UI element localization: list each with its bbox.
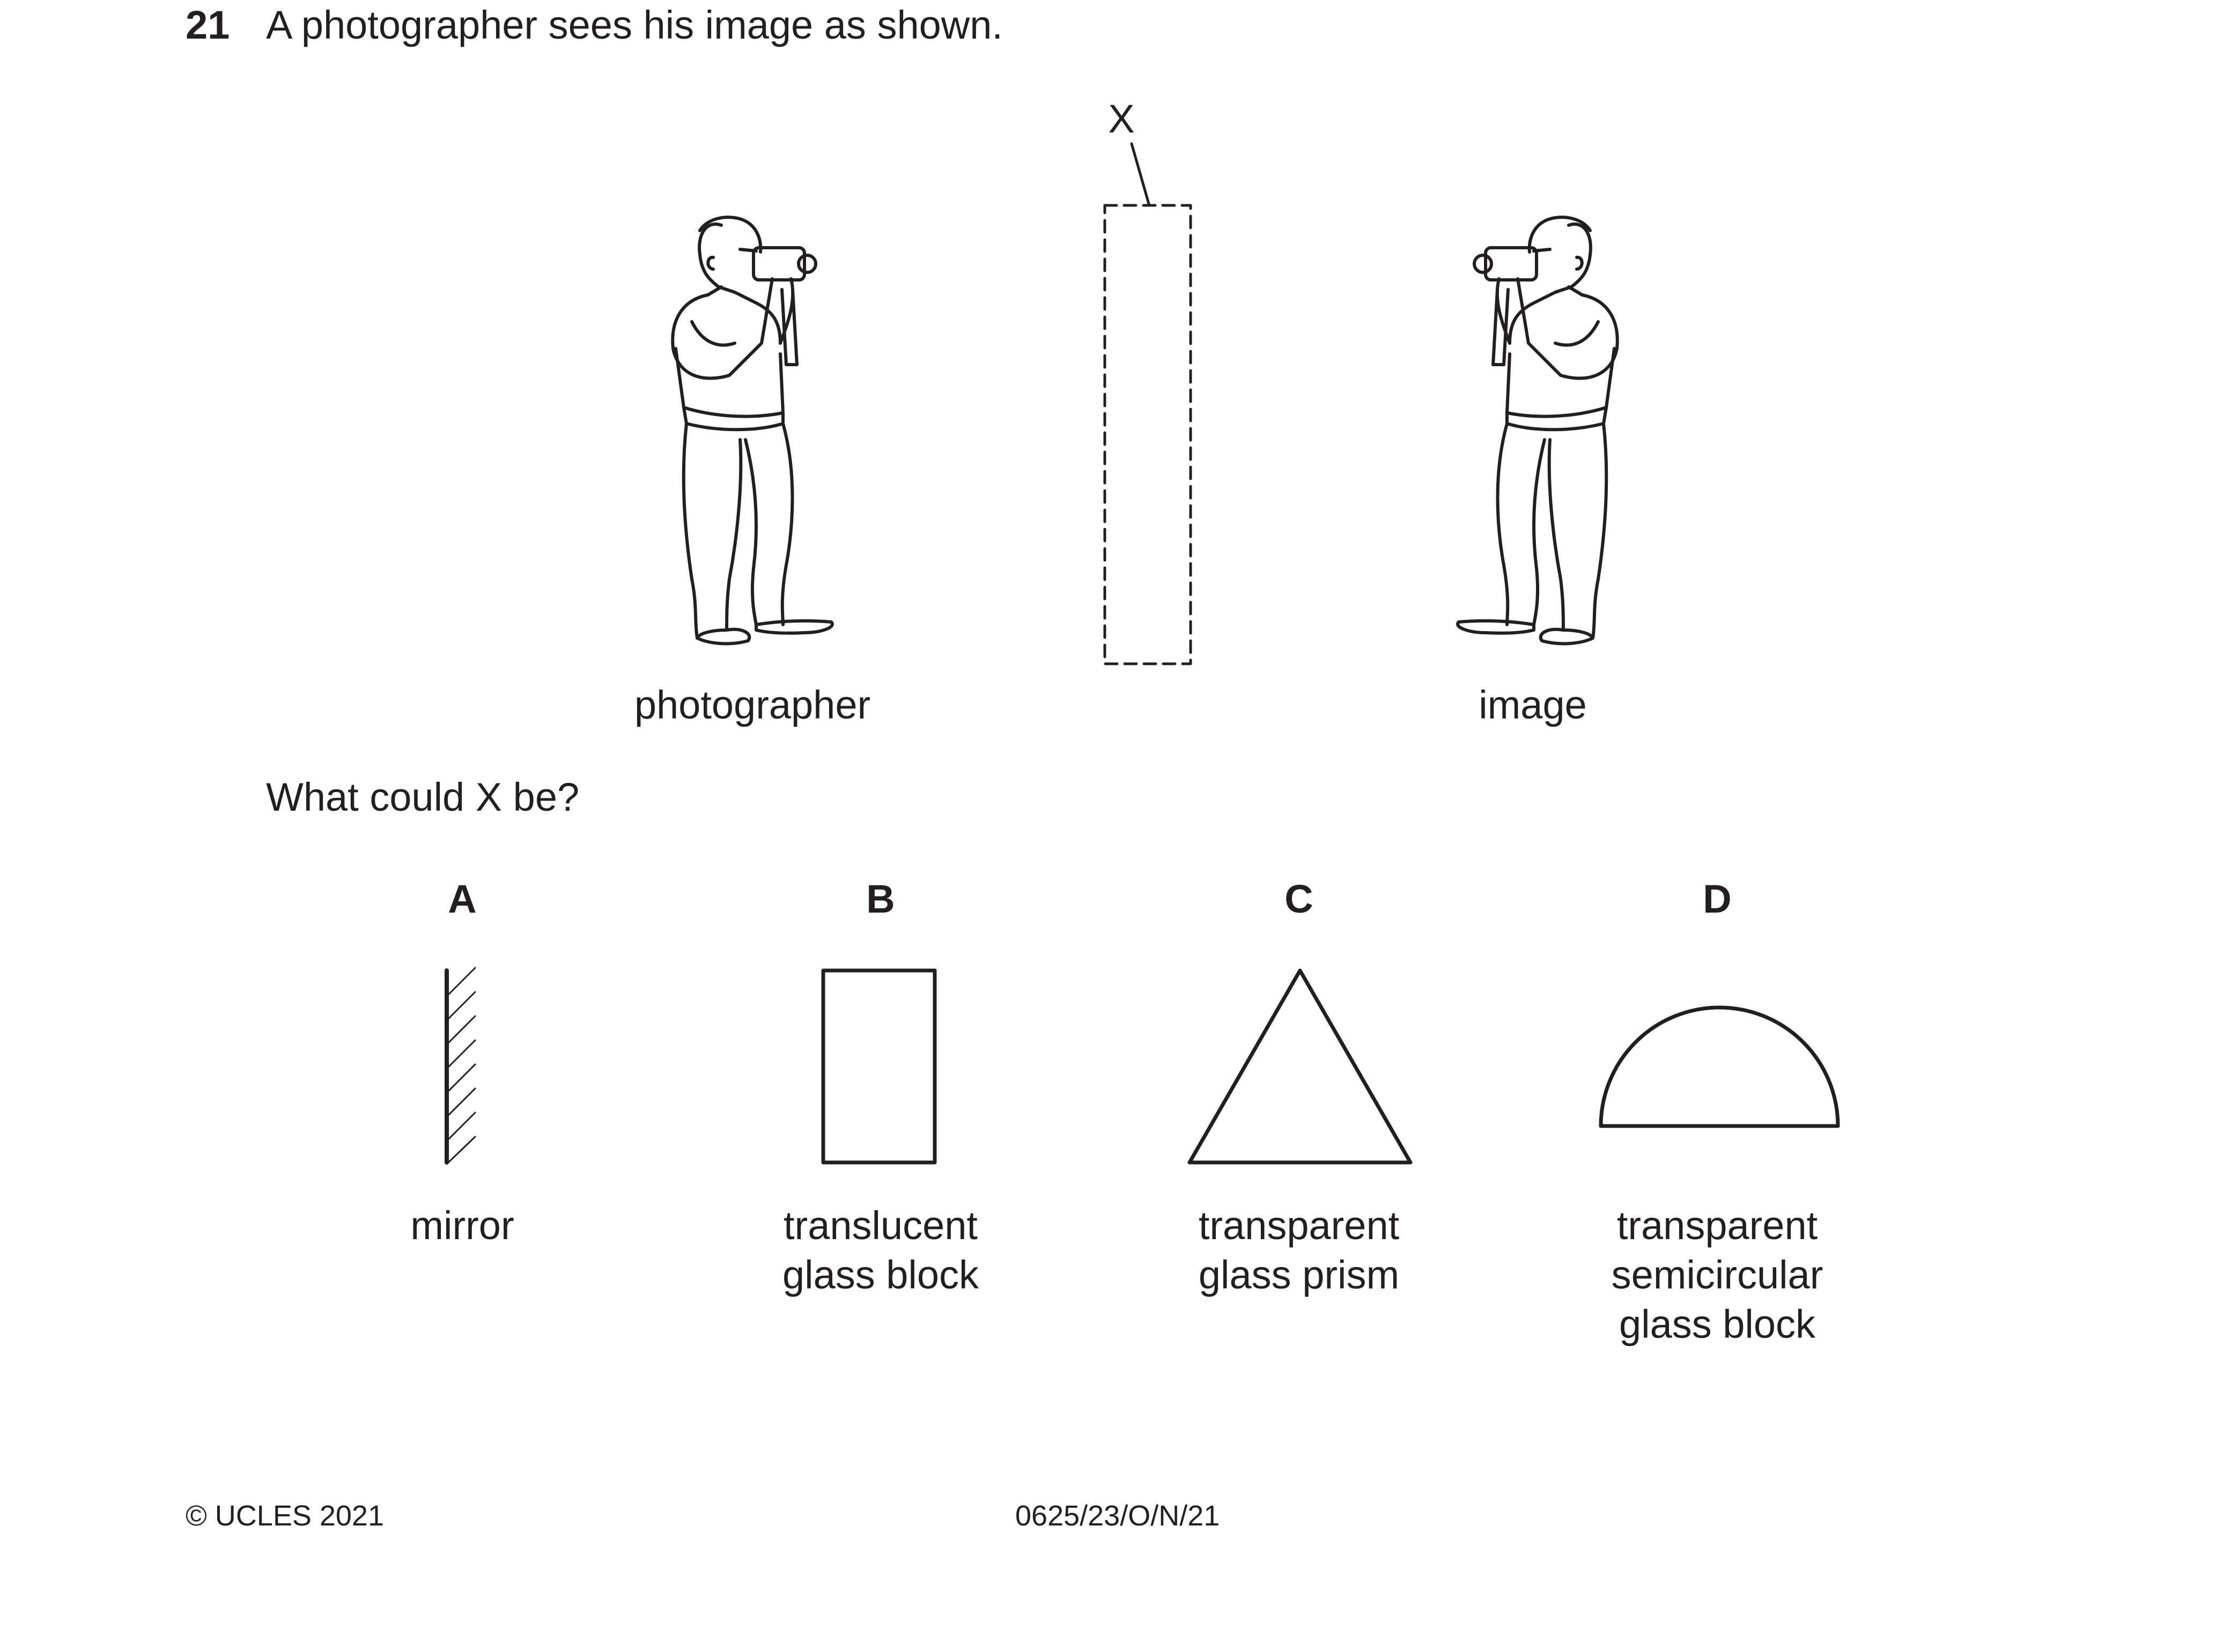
semicircle-block-icon — [1599, 1005, 1840, 1128]
option-d-letter[interactable]: D — [1703, 877, 1732, 921]
footer-paper-code: 0625/23/O/N/21 — [1015, 1500, 1220, 1532]
photographer-figure — [671, 216, 834, 646]
object-x-label: X — [1108, 97, 1135, 141]
option-c-label: transparent glass prism — [1199, 1201, 1399, 1300]
option-b-line-2: glass block — [782, 1253, 979, 1297]
option-c-line-2: glass prism — [1198, 1253, 1400, 1297]
option-c-letter[interactable]: C — [1284, 877, 1313, 921]
option-c-line-1: transparent — [1198, 1203, 1400, 1248]
option-d-label: transparent semicircular glass block — [1612, 1201, 1823, 1349]
option-a-letter[interactable]: A — [448, 877, 477, 921]
unknown-object-x — [1103, 142, 1192, 665]
rectangle-block-icon — [821, 968, 937, 1165]
image-figure — [1456, 216, 1619, 646]
option-b-letter[interactable]: B — [866, 877, 895, 921]
option-d-line-1: transparent — [1616, 1203, 1818, 1248]
option-a-line-1: mirror — [410, 1203, 514, 1248]
option-b-label: translucent glass block — [782, 1201, 979, 1300]
question-text: A photographer sees his image as shown. — [266, 3, 1003, 47]
mirror-icon — [445, 967, 476, 1165]
option-d-line-2: semicircular — [1611, 1253, 1823, 1297]
image-label: image — [1479, 683, 1587, 727]
triangular-prism-icon — [1187, 968, 1413, 1165]
option-a-label: mirror — [410, 1201, 514, 1250]
photographer-label: photographer — [634, 683, 871, 727]
option-d-line-3: glass block — [1619, 1302, 1816, 1346]
question-number: 21 — [186, 3, 230, 47]
question-prompt: What could X be? — [266, 775, 580, 819]
option-b-line-1: translucent — [784, 1203, 978, 1248]
footer-copyright: © UCLES 2021 — [186, 1500, 384, 1532]
